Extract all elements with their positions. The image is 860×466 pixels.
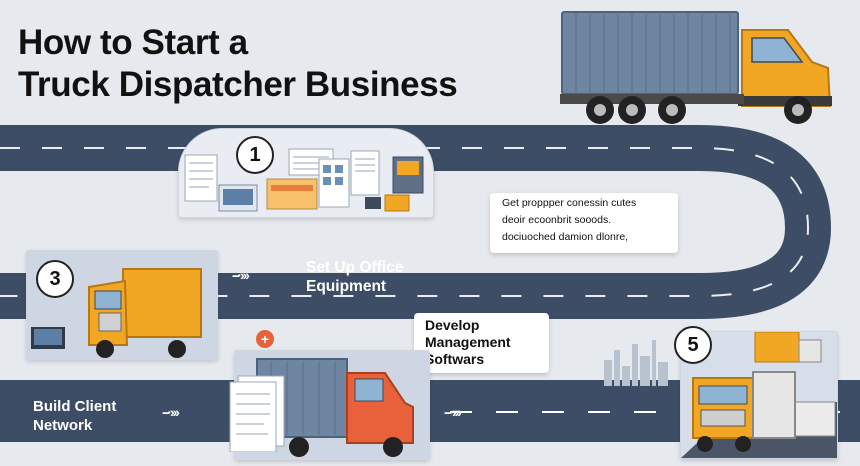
note-line-1: Get proppper conessin cutes bbox=[502, 197, 637, 209]
client-label-line-1: Build Client bbox=[33, 398, 117, 415]
office-label-line-2: Equipment bbox=[306, 278, 387, 295]
step1-number-badge: 1 bbox=[236, 136, 274, 174]
office-step-label: Set Up Office Equipment bbox=[306, 258, 403, 296]
step2-description-box: Get proppper conessin cutes deoir ecoonb… bbox=[490, 193, 678, 253]
note-line-2: deoir ecoonbrit sooods. bbox=[502, 214, 612, 226]
document-icon bbox=[229, 375, 285, 452]
develop-line-1: Develop bbox=[425, 317, 480, 333]
hero-truck-icon bbox=[560, 11, 832, 124]
step5-scene-card bbox=[680, 331, 838, 459]
yellow-truck-highway-icon bbox=[681, 331, 837, 458]
client-label-line-2: Network bbox=[33, 417, 93, 434]
develop-line-3: Softwars bbox=[425, 351, 485, 367]
city-skyline-icon bbox=[604, 340, 668, 386]
page-title: How to Start a Truck Dispatcher Business bbox=[18, 22, 538, 106]
title-line-2: Truck Dispatcher Business bbox=[18, 65, 458, 104]
note-line-3: dociuoched damion dlonre, bbox=[502, 231, 629, 243]
client-step-label: Build Client Network bbox=[33, 397, 116, 435]
step3-number-badge: 3 bbox=[36, 260, 74, 298]
client-arrow-icon: --·››› bbox=[162, 404, 180, 420]
office-label-line-1: Set Up Office bbox=[306, 259, 404, 276]
develop-software-box: Develop Management Softwars bbox=[414, 313, 549, 373]
develop-arrow-icon: --·››› bbox=[444, 404, 462, 420]
plus-badge-icon: + bbox=[256, 330, 274, 348]
title-line-1: How to Start a bbox=[18, 23, 248, 62]
office-arrow-icon: --·››› bbox=[232, 267, 250, 283]
step1-office-scene-card bbox=[178, 128, 434, 218]
office-documents-scene-icon bbox=[184, 148, 424, 212]
step5-number-badge: 5 bbox=[674, 326, 712, 364]
develop-line-2: Management bbox=[425, 334, 511, 350]
